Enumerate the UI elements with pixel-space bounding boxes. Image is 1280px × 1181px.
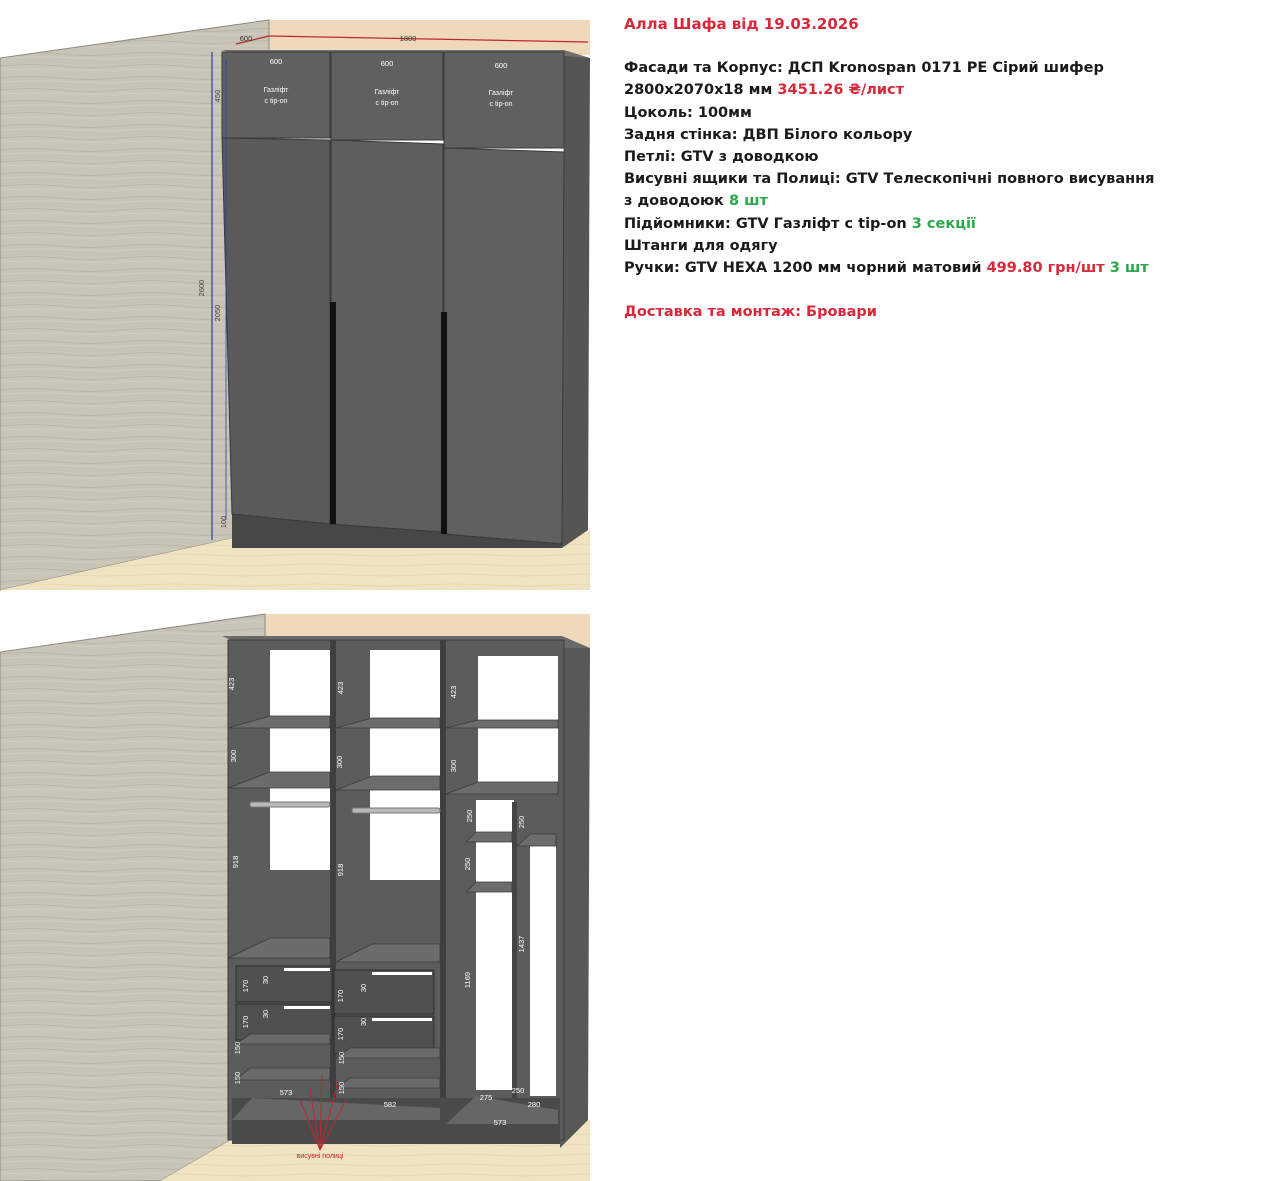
height-top-dim: 450 <box>213 90 222 103</box>
dim-drawer-h4: 170 <box>336 1028 345 1041</box>
depth-dim: 600 <box>240 34 253 43</box>
interior-view: висувні полиці 423 423 423 300 300 300 9… <box>0 613 590 1181</box>
height-total-dim: 2600 <box>197 280 206 297</box>
lift-width-1: 600 <box>270 57 283 66</box>
dim-w1: 573 <box>280 1088 293 1097</box>
dim-c3-right-hang: 1437 <box>517 936 526 953</box>
dim-w3: 573 <box>494 1118 507 1127</box>
spec-back-wall: Задня стінка: ДВП Білого кольору <box>624 126 913 143</box>
dim-w2: 582 <box>384 1100 397 1109</box>
carcass-right-side <box>560 648 590 1148</box>
height-plinth-dim: 100 <box>219 516 228 529</box>
dim-bottom-d: 150 <box>337 1082 346 1095</box>
spec-facade: Фасади та Корпус: ДСП Kronospan 0171 PE … <box>624 57 1264 79</box>
spec-title: Алла Шафа від 19.03.2026 <box>624 15 859 33</box>
lift-front-3 <box>443 51 565 149</box>
width-dim: 1800 <box>400 34 417 43</box>
dim-c3-mid: 300 <box>449 760 458 773</box>
spec-facade-label: Фасади та Корпус: ДСП Kronospan 0171 PE … <box>624 60 1104 77</box>
dim-c2-top: 423 <box>336 682 345 695</box>
exterior-view: 600 600 600 Газліфт с tip-on Газліфт с t… <box>0 19 590 591</box>
gaslift-label-1a: Газліфт <box>264 86 290 94</box>
dim-c2-hang: 918 <box>336 864 345 877</box>
dim-drawer-gap2: 30 <box>261 1010 270 1018</box>
rail-2 <box>351 807 441 814</box>
spec-sheet: 2800х2070х18 мм 3451.26 ₴/лист <box>624 79 1264 101</box>
spec-sheet-size: 2800х2070х18 мм <box>624 82 773 99</box>
gaslift-label-2b: с tip-on <box>376 100 399 107</box>
wardrobe-right-side <box>562 56 590 548</box>
spec-delivery: Доставка та монтаж: Бровари <box>624 304 877 321</box>
spec-lifts-count: 3 секції <box>911 215 976 232</box>
handle-2 <box>441 312 447 534</box>
drawer-3 <box>333 969 435 1015</box>
spec-plinth: Цоколь: 100мм <box>624 104 752 121</box>
dim-w3b: 280 <box>528 1100 541 1109</box>
dim-drawer-h1: 170 <box>241 980 250 993</box>
dim-drawer-gap4: 30 <box>359 1018 368 1026</box>
pull-out-shelves-note: висувні полиці <box>297 1152 344 1160</box>
spec-drawers-count: 8 шт <box>728 193 768 210</box>
spec-drawers-label-2: з доводоюк <box>624 193 724 210</box>
dim-c3-top: 423 <box>449 686 458 699</box>
dim-drawer-h2: 170 <box>241 1016 250 1029</box>
gaslift-label-3b: с tip-on <box>490 101 513 108</box>
dim-c1-hang: 918 <box>231 856 240 869</box>
dim-bottom-c: 150 <box>233 1072 242 1085</box>
handle-1 <box>330 302 336 524</box>
drawer-1 <box>235 965 333 1003</box>
dim-drawer-gap3: 30 <box>359 984 368 992</box>
lift-front-1 <box>221 51 331 139</box>
gaslift-label-3a: Газліфт <box>489 89 515 97</box>
dim-w3a: 275 <box>480 1093 493 1102</box>
lift-width-2: 600 <box>381 59 394 68</box>
rail-1 <box>249 801 331 808</box>
gaslift-label-2a: Газліфт <box>375 88 401 96</box>
door-3 <box>443 147 565 545</box>
spec-lifts: Підйомники: GTV Газліфт с tip-on 3 секці… <box>624 213 1264 235</box>
spec-handles: Ручки: GTV HEXA 1200 мм чорний матовий 4… <box>624 257 1264 279</box>
dim-c1-mid: 300 <box>229 750 238 763</box>
dim-c1-top: 423 <box>227 678 236 691</box>
dim-c2-mid: 300 <box>335 756 344 769</box>
specification-panel: Алла Шафа від 19.03.2026 Фасади та Корпу… <box>624 13 1264 323</box>
spec-sheet-price: 3451.26 ₴/лист <box>777 82 905 99</box>
lift-front-2 <box>330 51 444 141</box>
height-doors-dim: 2050 <box>213 305 222 322</box>
dim-bottom-a: 150 <box>233 1042 242 1055</box>
back-wall-strip <box>269 20 590 55</box>
spec-drawers-2: з доводоюк 8 шт <box>624 190 1264 212</box>
width-dim-line <box>268 35 589 43</box>
door-1 <box>221 137 331 525</box>
dim-c3-right-a: 250 <box>517 816 526 829</box>
spec-rails: Штанги для одягу <box>624 237 778 254</box>
spec-lifts-label: Підйомники: GTV Газліфт с tip-on <box>624 215 907 232</box>
spec-handles-count: 3 шт <box>1109 260 1149 277</box>
dim-drawer-gap1: 30 <box>261 976 270 984</box>
spec-handles-price: 499.80 грн/шт <box>986 260 1105 277</box>
gaslift-label-1b: с tip-on <box>265 98 288 105</box>
dim-drawer-h3: 170 <box>336 990 345 1003</box>
spec-handles-label: Ручки: GTV HEXA 1200 мм чорний матовий <box>624 260 982 277</box>
left-wall-2 <box>0 613 266 1181</box>
dim-c3-hang: 1169 <box>463 972 472 988</box>
spec-hinges: Петлі: GTV з доводкою <box>624 149 819 166</box>
spec-drawers: Висувні ящики та Полиці: GTV Телескопічн… <box>624 171 1155 188</box>
dim-w3c: 250 <box>512 1086 525 1095</box>
lift-width-3: 600 <box>495 61 508 70</box>
dim-c3-shelf-a: 250 <box>465 810 474 823</box>
dim-bottom-b: 150 <box>337 1052 346 1065</box>
door-2 <box>330 139 444 533</box>
dim-c3-shelf-b: 250 <box>463 858 472 871</box>
